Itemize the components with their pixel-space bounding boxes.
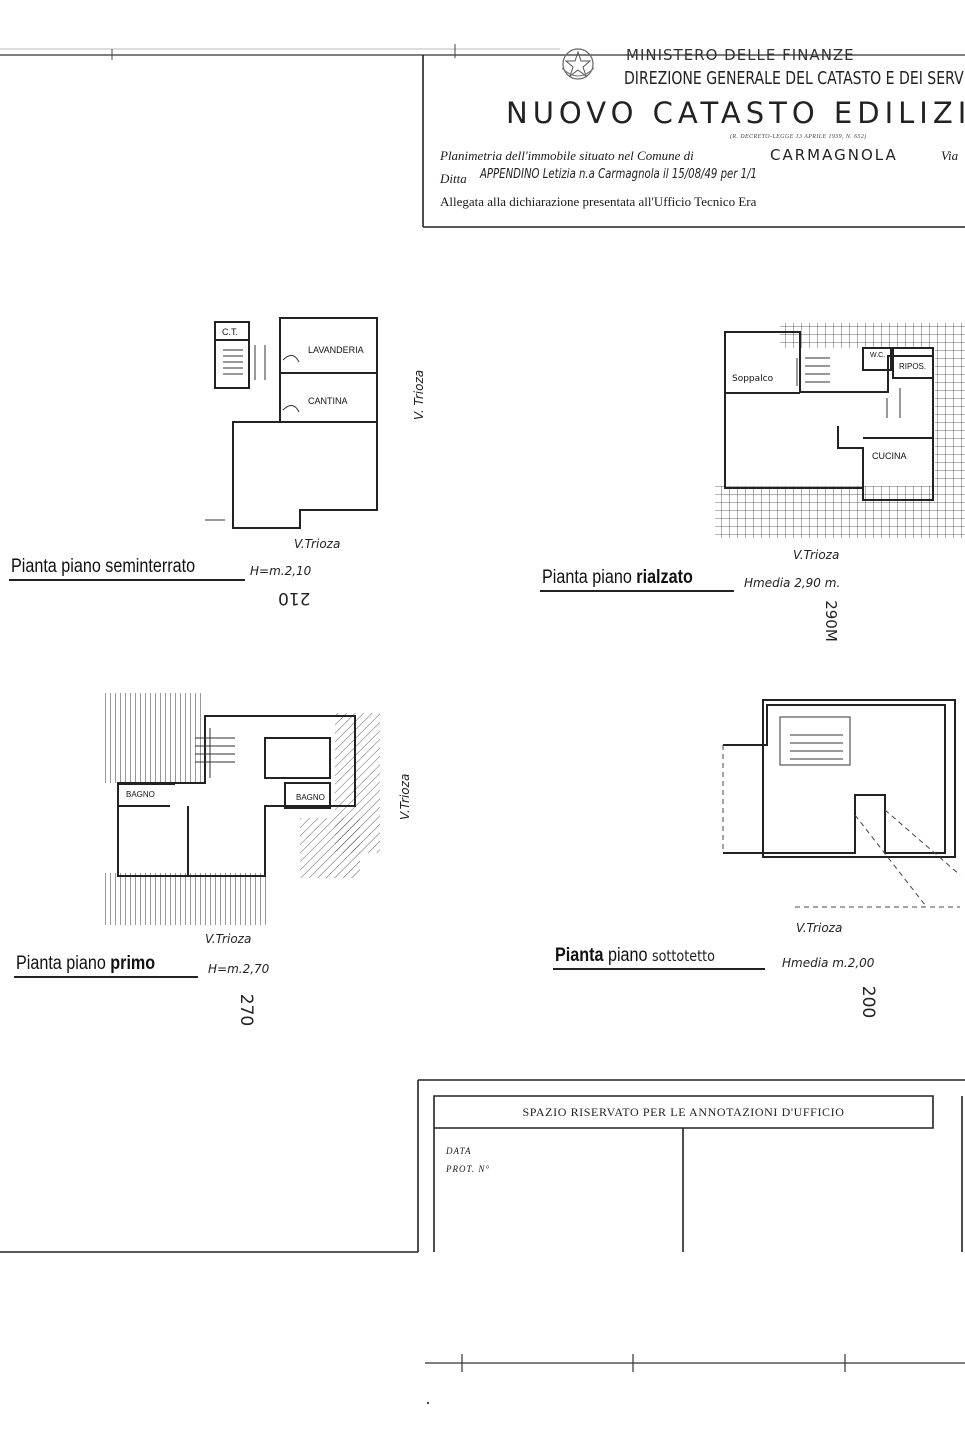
decree-note: (R. DECRETO-LEGGE 13 APRILE 1939, N. 652… [730, 134, 867, 140]
height-note-rialzato: Hmedia 2,90 m. [744, 576, 841, 590]
header-via-label: Via [941, 148, 959, 163]
plan-title-rialzato-a: Pianta [542, 567, 593, 588]
plan-title-seminterrato: Pianta piano seminterrato [11, 556, 195, 578]
plan-title-underline [14, 976, 198, 978]
room-bagno-2: BAGNO [296, 793, 325, 802]
plan-title-primo-a: Pianta [16, 953, 67, 974]
plan-title-primo-c: primo [110, 953, 156, 974]
street-label-sottotetto: V.Trioza [796, 921, 843, 935]
room-ct: C.T. [222, 327, 239, 337]
plan-title-seminterrato-c: seminterrato [100, 556, 196, 577]
header-line2-label: Ditta [440, 171, 467, 186]
header-line3: Allegata alla dichiarazione presentata a… [440, 194, 757, 209]
plan-title-sottotetto-a: Pianta [555, 945, 608, 966]
floorplan-rialzato [715, 323, 965, 538]
street-label-seminterrato: V.Trioza [294, 537, 341, 551]
state-emblem-icon [561, 48, 595, 80]
plan-title-underline [540, 590, 734, 592]
plan-title-rialzato: Pianta piano rialzato [542, 567, 693, 589]
document-title: NUOVO CATASTO EDILIZIO [506, 96, 965, 130]
plan-title-underline [9, 579, 245, 581]
office-box-title: SPAZIO RISERVATO PER LE ANNOTAZIONI D'UF… [522, 1105, 845, 1119]
plan-title-sottotetto-c: sottotetto [651, 947, 715, 965]
office-data-label: DATA [446, 1146, 472, 1156]
room-cucina: CUCINA [872, 451, 907, 461]
floorplan-sottotetto [722, 699, 961, 908]
height-note-sottotetto: Hmedia m.2,00 [782, 956, 875, 970]
room-ripos: RIPOS. [899, 362, 927, 371]
office-prot-label: PROT. N° [446, 1164, 490, 1174]
plan-title-sottotetto-b: piano [607, 945, 652, 966]
plan-title-underline [553, 968, 765, 970]
plan-title-seminterrato-a: Pianta [11, 556, 62, 577]
room-soppalco: Soppalco [732, 374, 774, 384]
comune-value: CARMAGNOLA [770, 146, 898, 164]
room-cantina: CANTINA [308, 396, 348, 406]
ministry-title: MINISTERO DELLE FINANZE [626, 46, 855, 64]
room-wc: W.C. [870, 352, 886, 359]
header-line1-label: Planimetria dell'immobile situato nel Co… [440, 148, 694, 163]
floorplan-seminterrato [205, 317, 378, 529]
street-label-rialzato: V.Trioza [793, 548, 840, 562]
plan-title-seminterrato-b: piano [61, 556, 101, 577]
ditta-value: APPENDINO Letizia n.a Carmagnola il 15/0… [480, 167, 757, 182]
plan-title-sottotetto: Pianta piano sottotetto [555, 945, 715, 967]
height-note-seminterrato: H=m.2,10 [250, 564, 312, 578]
plan-title-rialzato-b: piano [592, 567, 637, 588]
room-lavanderia: LAVANDERIA [308, 345, 364, 355]
plan-title-primo-b: piano [66, 953, 111, 974]
street-label-primo: V.Trioza [205, 932, 252, 946]
room-bagno-1: BAGNO [126, 790, 155, 799]
floorplan-primo [105, 693, 380, 925]
plan-title-primo: Pianta piano primo [16, 953, 155, 975]
height-note-primo: H=m.2,70 [208, 962, 270, 976]
plan-title-rialzato-c: rialzato [636, 567, 693, 588]
direction-title: DIREZIONE GENERALE DEL CATASTO E DEI SER… [624, 68, 965, 89]
